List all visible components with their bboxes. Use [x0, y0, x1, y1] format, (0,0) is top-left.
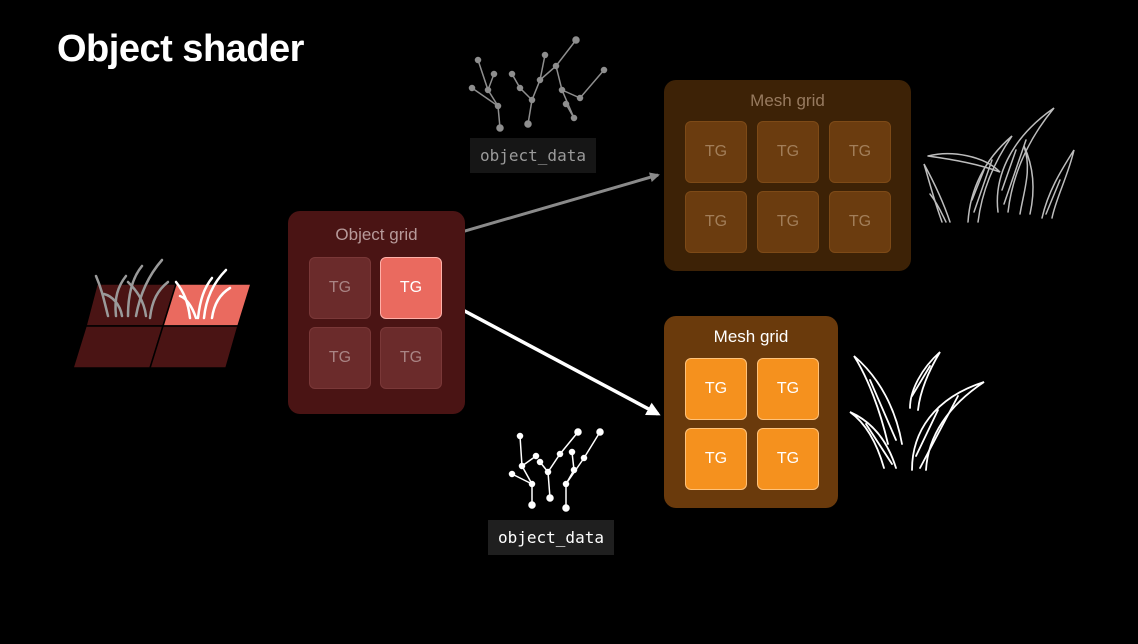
- object-grid-label: Object grid: [335, 225, 418, 244]
- threadgroup-tile: TG: [309, 327, 371, 389]
- arrow-bright: [443, 298, 661, 416]
- threadgroup-tile: TG: [757, 358, 819, 420]
- mesh-grid-panel-bright: Mesh grid TG TG TG TG: [664, 316, 838, 508]
- grass-icon: [94, 258, 232, 320]
- threadgroup-tile: TG: [685, 428, 747, 490]
- mesh-grid-label: Mesh grid: [713, 327, 789, 346]
- slide-title: Object shader: [57, 28, 304, 70]
- threadgroup-tile: TG: [757, 191, 819, 253]
- threadgroup-tile: TG: [829, 191, 891, 253]
- terrain-tile: [71, 325, 165, 369]
- threadgroup-tile: TG: [757, 428, 819, 490]
- threadgroup-tile: TG: [757, 121, 819, 183]
- threadgroup-tile: TG: [380, 327, 442, 389]
- terrain-tile: [148, 325, 239, 369]
- object-data-label-bright: object_data: [488, 520, 614, 555]
- terrain-tiles: [71, 283, 253, 369]
- threadgroup-tile: TG: [309, 257, 371, 319]
- threadgroup-tile: TG: [685, 121, 747, 183]
- node-tree-icon: [468, 36, 608, 132]
- object-data-label-dim: object_data: [470, 138, 596, 173]
- threadgroup-tile: TG: [685, 358, 747, 420]
- threadgroup-tile-active: TG: [380, 257, 442, 319]
- mesh-grid-label: Mesh grid: [750, 91, 825, 110]
- object-grid-panel: Object grid TG TG TG TG: [288, 211, 465, 414]
- blade-grass-icon: [849, 351, 985, 471]
- threadgroup-tile: TG: [685, 191, 747, 253]
- mesh-grid-panel-dim: Mesh grid TG TG TG TG TG TG: [664, 80, 911, 271]
- node-tree-icon: [508, 428, 604, 512]
- blade-grass-icon: [923, 107, 1075, 223]
- threadgroup-tile: TG: [829, 121, 891, 183]
